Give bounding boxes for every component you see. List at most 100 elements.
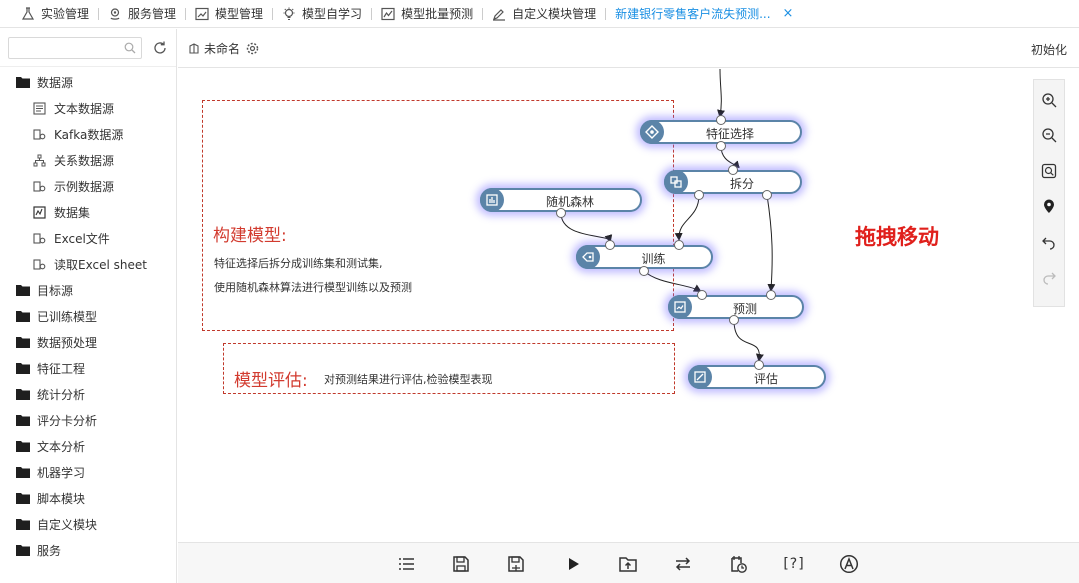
close-icon[interactable]: × [782,6,794,21]
sidebar-item[interactable]: Excel文件 [0,225,176,251]
sidebar-folder[interactable]: 评分卡分析 [0,407,176,433]
port-predict-out[interactable] [729,315,739,325]
initialize-button[interactable]: 初始化 [1030,43,1067,57]
sidebar-item-label: Kafka数据源 [54,127,124,142]
port-feature-select-in[interactable] [716,115,726,125]
folder-icon [16,310,30,322]
evaluate-model-desc: 对预测结果进行评估,检验模型表现 [324,373,493,386]
port-predict-in-right[interactable] [766,290,776,300]
port-train-in-right[interactable] [674,240,684,250]
sidebar-item-label: 评分卡分析 [37,413,98,428]
node-label: 随机森林 [545,195,594,209]
drag-move-hint: 拖拽移动 [855,225,939,249]
zoom-in-icon[interactable] [1041,92,1057,108]
sidebar-item-label: Excel文件 [54,231,110,246]
top-tab-bar: 实验管理 服务管理 模型管理 模型自学习 模型批量预测 自定义模块管理 新建银行… [0,0,1079,28]
build-model-desc-line1: 特征选择后拆分成训练集和测试集, [214,257,383,270]
locate-icon[interactable] [1041,198,1057,214]
experiment-name[interactable]: 未命名 [204,41,241,56]
workflow-canvas[interactable]: 构建模型: 特征选择后拆分成训练集和测试集, 使用随机森林算法进行模型训练以及预… [178,69,1079,542]
export-folder-icon[interactable] [618,554,638,574]
sidebar-item[interactable]: Kafka数据源 [0,121,176,147]
edge-forest-to-train [560,212,613,243]
port-train-out[interactable] [639,266,649,276]
help-button[interactable]: [?] [783,556,805,572]
sidebar-folder[interactable]: 数据源 [0,69,176,95]
sidebar-item[interactable]: 数据集 [0,199,176,225]
db-icon [33,180,46,193]
sidebar-item-label: 统计分析 [37,387,86,402]
node-label: 训练 [641,252,666,266]
refresh-icon[interactable] [152,40,168,56]
search-input[interactable] [9,37,121,58]
save-icon[interactable] [451,554,471,574]
build-model-annotation-box[interactable] [202,100,674,331]
sidebar-item-label: 文本分析 [37,439,86,454]
tab-divider [605,7,607,20]
settings-icon[interactable] [246,42,259,55]
port-evaluate-in[interactable] [754,360,764,370]
tab-experiment-management[interactable]: 实验管理 [14,0,96,28]
port-split-in[interactable] [728,165,738,175]
tab-service-management[interactable]: 服务管理 [101,0,183,28]
tab-new-churn-prediction[interactable]: 新建银行零售客户流失预测... × [608,0,800,28]
folder-icon [16,336,30,348]
sidebar-item-label: 目标源 [37,283,74,298]
port-split-out-left[interactable] [694,190,704,200]
feature-select-icon [640,120,664,144]
zoom-toolbar [1033,79,1065,307]
port-random-forest-out[interactable] [556,208,566,218]
tab-label: 自定义模块管理 [512,7,597,21]
trend-icon [381,7,395,21]
save-as-icon[interactable] [506,554,526,574]
schedule-icon[interactable] [728,554,748,574]
sidebar-item-label: 特征工程 [37,361,86,376]
sidebar-folder[interactable]: 文本分析 [0,433,176,459]
port-feature-select-out[interactable] [716,141,726,151]
sidebar-folder[interactable]: 自定义模块 [0,511,176,537]
tab-model-self-learning[interactable]: 模型自学习 [275,0,369,28]
list-icon[interactable] [396,554,416,574]
redo-icon[interactable] [1041,269,1057,285]
sidebar-folder[interactable]: 数据预处理 [0,329,176,355]
split-icon [664,170,688,194]
sidebar-folder[interactable]: 脚本模块 [0,485,176,511]
sidebar-item-label: 自定义模块 [37,517,98,532]
search-icon[interactable] [124,42,136,54]
fit-view-icon[interactable] [1041,163,1057,179]
undo-icon[interactable] [1041,234,1057,250]
sidebar-item[interactable]: 读取Excel sheet [0,251,176,277]
auto-layout-icon[interactable] [839,554,859,574]
sidebar-item-label: 文本数据源 [54,101,115,116]
port-train-in-left[interactable] [605,240,615,250]
node-label: 特征选择 [705,127,754,141]
evaluate-icon [688,365,712,389]
edit-icon [492,7,506,21]
tab-custom-module-management[interactable]: 自定义模块管理 [485,0,603,28]
port-split-out-right[interactable] [762,190,772,200]
tab-model-management[interactable]: 模型管理 [188,0,270,28]
sidebar-folder[interactable]: 服务 [0,537,176,563]
sidebar-folder[interactable]: 机器学习 [0,459,176,485]
tab-model-batch-predict[interactable]: 模型批量预测 [374,0,480,28]
sidebar-item-label: 服务 [37,543,62,558]
sidebar-folder[interactable]: 统计分析 [0,381,176,407]
evaluate-model-annotation-box[interactable] [223,343,675,394]
run-icon[interactable] [563,554,583,574]
zoom-out-icon[interactable] [1041,127,1057,143]
tab-label: 模型管理 [215,7,264,21]
sidebar-folder[interactable]: 目标源 [0,277,176,303]
switch-icon[interactable] [673,554,693,574]
sidebar-item[interactable]: 关系数据源 [0,147,176,173]
port-predict-in-left[interactable] [697,290,707,300]
predict-icon [668,295,692,319]
tab-label: 实验管理 [41,7,90,21]
db-icon [33,128,46,141]
sidebar-item-label: 脚本模块 [37,491,86,506]
sidebar-folder[interactable]: 特征工程 [0,355,176,381]
sidebar-search-row [0,29,176,67]
sidebar-item[interactable]: 示例数据源 [0,173,176,199]
sidebar-item[interactable]: 文本数据源 [0,95,176,121]
sidebar-folder[interactable]: 已训练模型 [0,303,176,329]
node-label: 预测 [732,302,757,316]
